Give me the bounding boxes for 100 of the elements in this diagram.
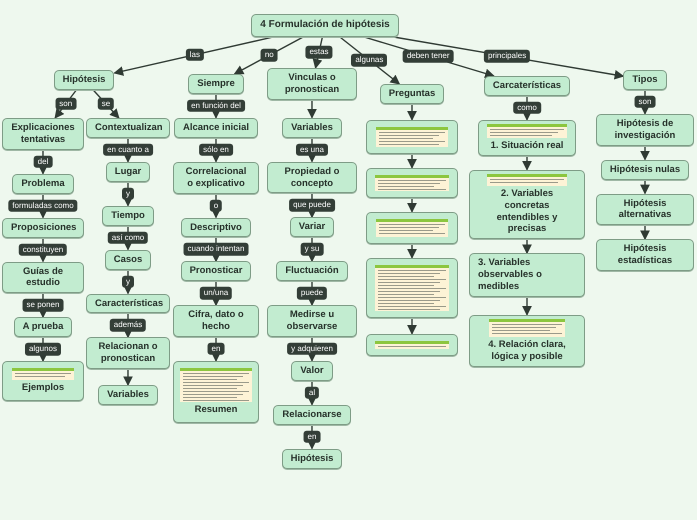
concept-box	[273, 404, 351, 425]
arrow	[307, 424, 317, 450]
concept-label: Cifra, dato o hecho	[187, 309, 245, 333]
concept-box	[380, 84, 444, 104]
image-card	[366, 168, 458, 198]
edge-label: o	[210, 199, 222, 212]
concept-box	[173, 305, 259, 337]
concept-box	[180, 261, 252, 282]
concept-box	[267, 305, 357, 337]
concept-box	[291, 360, 333, 381]
edge-label: del	[34, 156, 52, 168]
concept-box	[188, 74, 244, 94]
arrow	[407, 154, 417, 169]
concept-box	[251, 14, 399, 36]
concept-box	[290, 217, 334, 238]
image-card	[366, 258, 458, 318]
arrow	[522, 296, 532, 316]
concept-box	[267, 162, 357, 194]
concept-label: Variables	[107, 389, 149, 401]
image-card	[366, 212, 458, 244]
concept-box	[469, 170, 585, 240]
concept-label: Hipótesis nulas	[610, 164, 680, 176]
concept-label: Contextualizan	[95, 122, 161, 134]
arrow	[522, 156, 532, 171]
concept-box	[2, 361, 84, 401]
concept-label: 4 Formulación de hipótesis	[260, 19, 390, 32]
concept-label: Variables	[291, 122, 333, 134]
arrow	[307, 100, 317, 119]
concept-box	[14, 317, 72, 338]
concept-label: Relacionan o pronostican	[97, 341, 159, 366]
concept-box	[596, 194, 694, 226]
concept-label: Pronosticar	[190, 265, 242, 278]
concept-box	[54, 70, 114, 90]
concept-label: Guías de estudio	[22, 266, 64, 290]
concept-label: Correlacional o explicativo	[184, 166, 248, 190]
concept-box	[484, 76, 570, 96]
edge-label: un/una	[200, 287, 232, 300]
edge-label: principales	[484, 50, 530, 63]
concept-label: Propiedad o concepto	[284, 166, 340, 190]
concept-label: 4. Relación clara, lógica y posible	[487, 338, 567, 363]
arrow	[54, 89, 77, 119]
arrow	[640, 225, 650, 240]
edge-label: sólo en	[199, 144, 233, 156]
concept-label: 3. Variables observables o medibles	[478, 257, 543, 293]
arrow	[407, 244, 417, 259]
edge-label: como	[513, 102, 541, 114]
concept-label: Alcance inicial	[182, 122, 249, 134]
concept-label: Hipótesis estadísticas	[616, 243, 674, 267]
concept-box	[282, 448, 342, 468]
concept-label: Preguntas	[388, 88, 436, 100]
concept-box	[104, 250, 152, 270]
concept-box	[596, 114, 694, 146]
concept-box	[478, 120, 576, 156]
concept-box	[282, 118, 342, 138]
edge-label: cuando intentan	[184, 243, 248, 256]
edge-label: en	[304, 430, 320, 443]
concept-label: 1. Situación real	[490, 140, 564, 152]
edge-label: y su	[300, 243, 324, 256]
edge-label: son	[634, 96, 656, 108]
concept-label: Carcaterísticas	[492, 80, 562, 92]
concept-label: Problema	[21, 178, 65, 190]
concept-box	[106, 162, 150, 182]
arrow	[407, 198, 417, 213]
concept-box	[181, 218, 251, 238]
concept-label: Variar	[298, 221, 326, 234]
concept-label: Siempre	[197, 78, 235, 90]
arrow	[234, 36, 304, 75]
edge-label: es una	[296, 143, 328, 156]
edge-label: constituyen	[18, 243, 68, 256]
arrow	[211, 337, 221, 362]
edge-label: y adquieren	[287, 342, 337, 356]
concept-label: Hipótesis alternativas	[618, 198, 672, 222]
concept-box	[600, 160, 690, 180]
concept-box	[173, 361, 259, 423]
concept-box	[173, 162, 259, 194]
concept-label: Fluctuación	[285, 265, 339, 278]
concept-label: Tipos	[632, 74, 658, 86]
edge-label: y	[122, 188, 134, 200]
concept-label: Valor	[300, 364, 324, 377]
edge-label: formuladas como	[8, 199, 78, 212]
concept-label: Descriptivo	[190, 222, 242, 234]
concept-box	[86, 337, 170, 370]
concept-label: Hipótesis	[62, 74, 106, 86]
concept-box	[623, 70, 667, 90]
edge-label: que puede	[289, 199, 335, 212]
edge-label: al	[304, 386, 320, 399]
image-card	[366, 334, 458, 356]
concept-box	[174, 118, 258, 138]
concept-label: Hipótesis	[290, 452, 334, 464]
image-card	[366, 120, 458, 154]
concept-label: Características	[95, 298, 161, 310]
concept-box	[98, 385, 158, 405]
concept-label: Proposiciones	[11, 222, 75, 234]
edge-label: puede	[296, 286, 328, 300]
concept-label: Medirse u observarse	[286, 309, 338, 333]
edge-label: son	[55, 98, 76, 110]
concept-box	[86, 118, 170, 138]
arrow	[407, 104, 417, 121]
edge-label: las	[186, 48, 204, 61]
edge-label: en	[208, 342, 224, 356]
